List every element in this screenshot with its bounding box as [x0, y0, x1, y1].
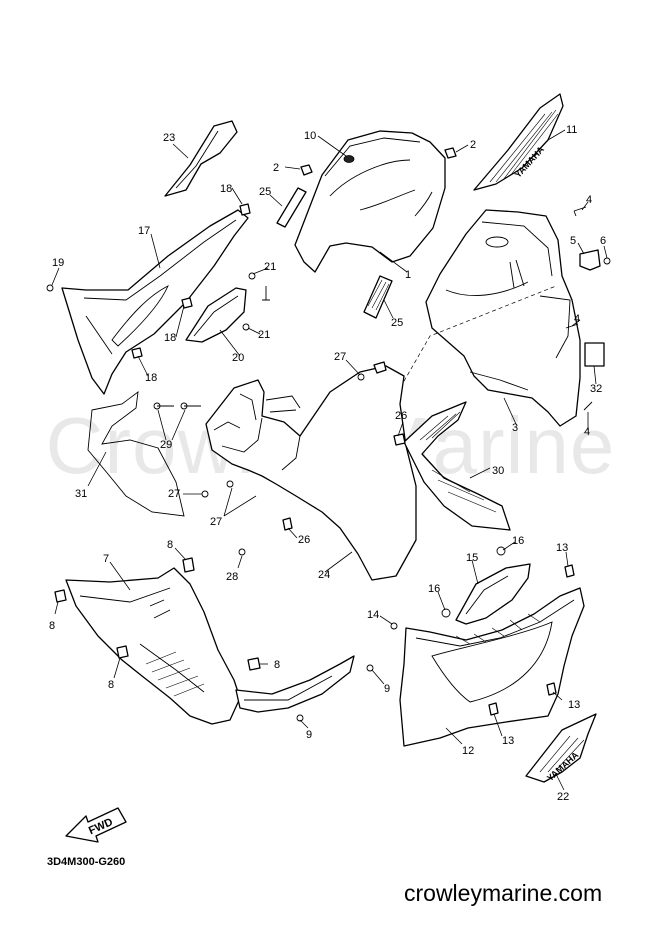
callout-labels: 23 10 2 2 11 18 25 4 17 5 6 19 21 1 25 4… — [49, 124, 606, 803]
part-22-decal — [525, 713, 597, 783]
callout-16-lower: 16 — [428, 583, 440, 595]
callout-26-left: 26 — [298, 534, 310, 546]
callout-13-mid: 13 — [568, 699, 580, 711]
part-15-duct — [455, 563, 531, 625]
callout-21-top: 21 — [264, 261, 276, 273]
callout-6: 6 — [600, 235, 606, 247]
part-7-lower-cowl-fin — [235, 655, 355, 713]
callout-10: 10 — [304, 130, 316, 142]
callout-4-top: 4 — [586, 194, 592, 206]
part-30-decal — [403, 401, 511, 531]
callout-11: 11 — [566, 124, 577, 136]
part-11-decal — [473, 93, 564, 191]
callout-19: 19 — [52, 257, 64, 269]
callout-14: 14 — [367, 609, 379, 621]
callout-8-top: 8 — [167, 539, 173, 551]
part-31-decal — [87, 391, 185, 517]
callout-8-bottom: 8 — [108, 679, 114, 691]
callout-2-right: 2 — [470, 139, 476, 151]
callout-4-lower: 4 — [584, 426, 590, 438]
part-25-sticker-upper — [276, 187, 307, 228]
callout-16-top: 16 — [512, 535, 524, 547]
part-32-label — [584, 342, 605, 367]
callout-18-top: 18 — [220, 183, 232, 195]
callout-3: 3 — [512, 422, 518, 434]
callout-26-right: 26 — [395, 410, 407, 422]
callout-12: 12 — [462, 745, 474, 757]
callout-25-top: 25 — [259, 186, 271, 198]
callout-13-top: 13 — [556, 542, 568, 554]
callout-22: 22 — [557, 791, 569, 803]
callout-23: 23 — [163, 132, 175, 144]
callout-27-top: 27 — [334, 351, 346, 363]
part-7-lower-cowl — [65, 567, 241, 725]
callout-18-lower: 18 — [145, 372, 157, 384]
callout-28: 28 — [226, 571, 238, 583]
callout-27-mid: 27 — [168, 488, 180, 500]
leader-lines — [51, 129, 608, 791]
callout-15: 15 — [466, 552, 478, 564]
callout-8-left: 8 — [49, 620, 55, 632]
callout-18-mid: 18 — [164, 332, 176, 344]
callout-32: 32 — [590, 383, 602, 395]
diagram-code: 3D4M300-G260 — [47, 856, 126, 868]
callout-9-lower: 9 — [306, 729, 312, 741]
callout-30: 30 — [492, 465, 504, 477]
callout-9-right: 9 — [384, 683, 390, 695]
callout-29: 29 — [160, 439, 172, 451]
part-17-side-panel — [61, 209, 249, 395]
part-20-small-panel — [185, 287, 247, 343]
site-credit: crowleymarine.com — [404, 880, 603, 906]
part-24-inner-panel — [205, 365, 417, 581]
part-23-decal — [164, 120, 238, 197]
callout-21-lower: 21 — [258, 329, 270, 341]
callout-31: 31 — [75, 488, 87, 500]
callout-13-lower: 13 — [502, 735, 514, 747]
callout-20: 20 — [232, 352, 244, 364]
callout-24: 24 — [318, 569, 330, 581]
fwd-arrow-icon: FWD — [65, 807, 127, 843]
callout-25-lower: 25 — [391, 317, 403, 329]
callout-2-left: 2 — [273, 162, 279, 174]
callout-4-mid: 4 — [574, 313, 580, 325]
callout-1: 1 — [405, 269, 411, 281]
callout-7: 7 — [103, 553, 109, 565]
callout-27-lower: 27 — [210, 516, 222, 528]
callout-5: 5 — [570, 235, 576, 247]
part-5-bracket — [579, 249, 601, 271]
part-12-lower-cowl — [399, 587, 585, 747]
callout-17: 17 — [138, 225, 150, 237]
callout-8-right: 8 — [274, 659, 280, 671]
fasteners — [46, 147, 611, 722]
part-3-front-cowl — [425, 209, 581, 427]
part-1-top-cowl — [294, 130, 446, 273]
part-25-sticker-lower — [363, 275, 393, 319]
